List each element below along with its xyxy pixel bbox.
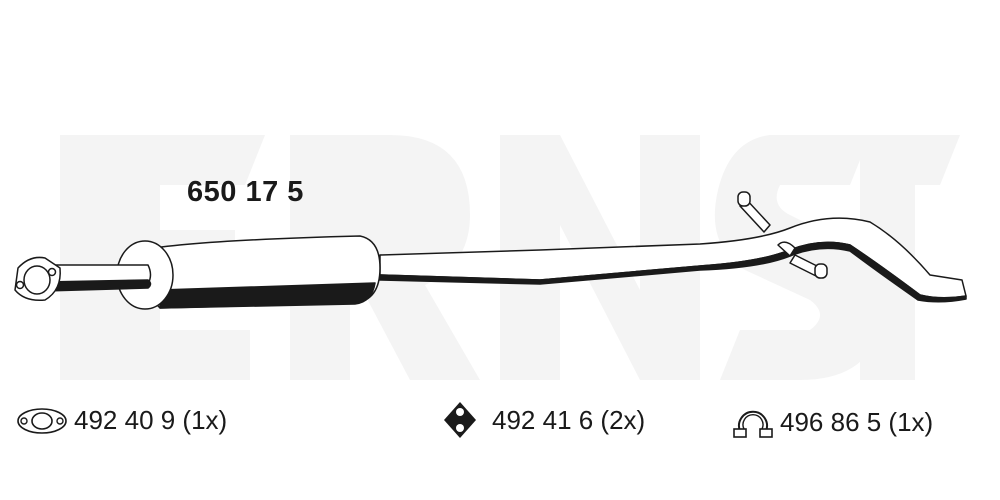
rubber-hanger-icon [444, 402, 476, 438]
accessory-label: 496 86 5 (1x) [780, 406, 934, 437]
accessory-clamp: 496 86 5 (1x) [732, 405, 933, 439]
accessory-rubber-hanger: 492 41 6 (2x) [442, 400, 645, 440]
clamp-icon [733, 410, 773, 438]
gasket-icon [17, 407, 67, 434]
accessory-label: 492 41 6 (2x) [492, 404, 646, 435]
accessory-label: 492 40 9 (1x) [74, 405, 228, 435]
accessory-gasket: 492 40 9 (1x) [16, 405, 227, 436]
part-number: 650 17 5 [187, 176, 304, 208]
